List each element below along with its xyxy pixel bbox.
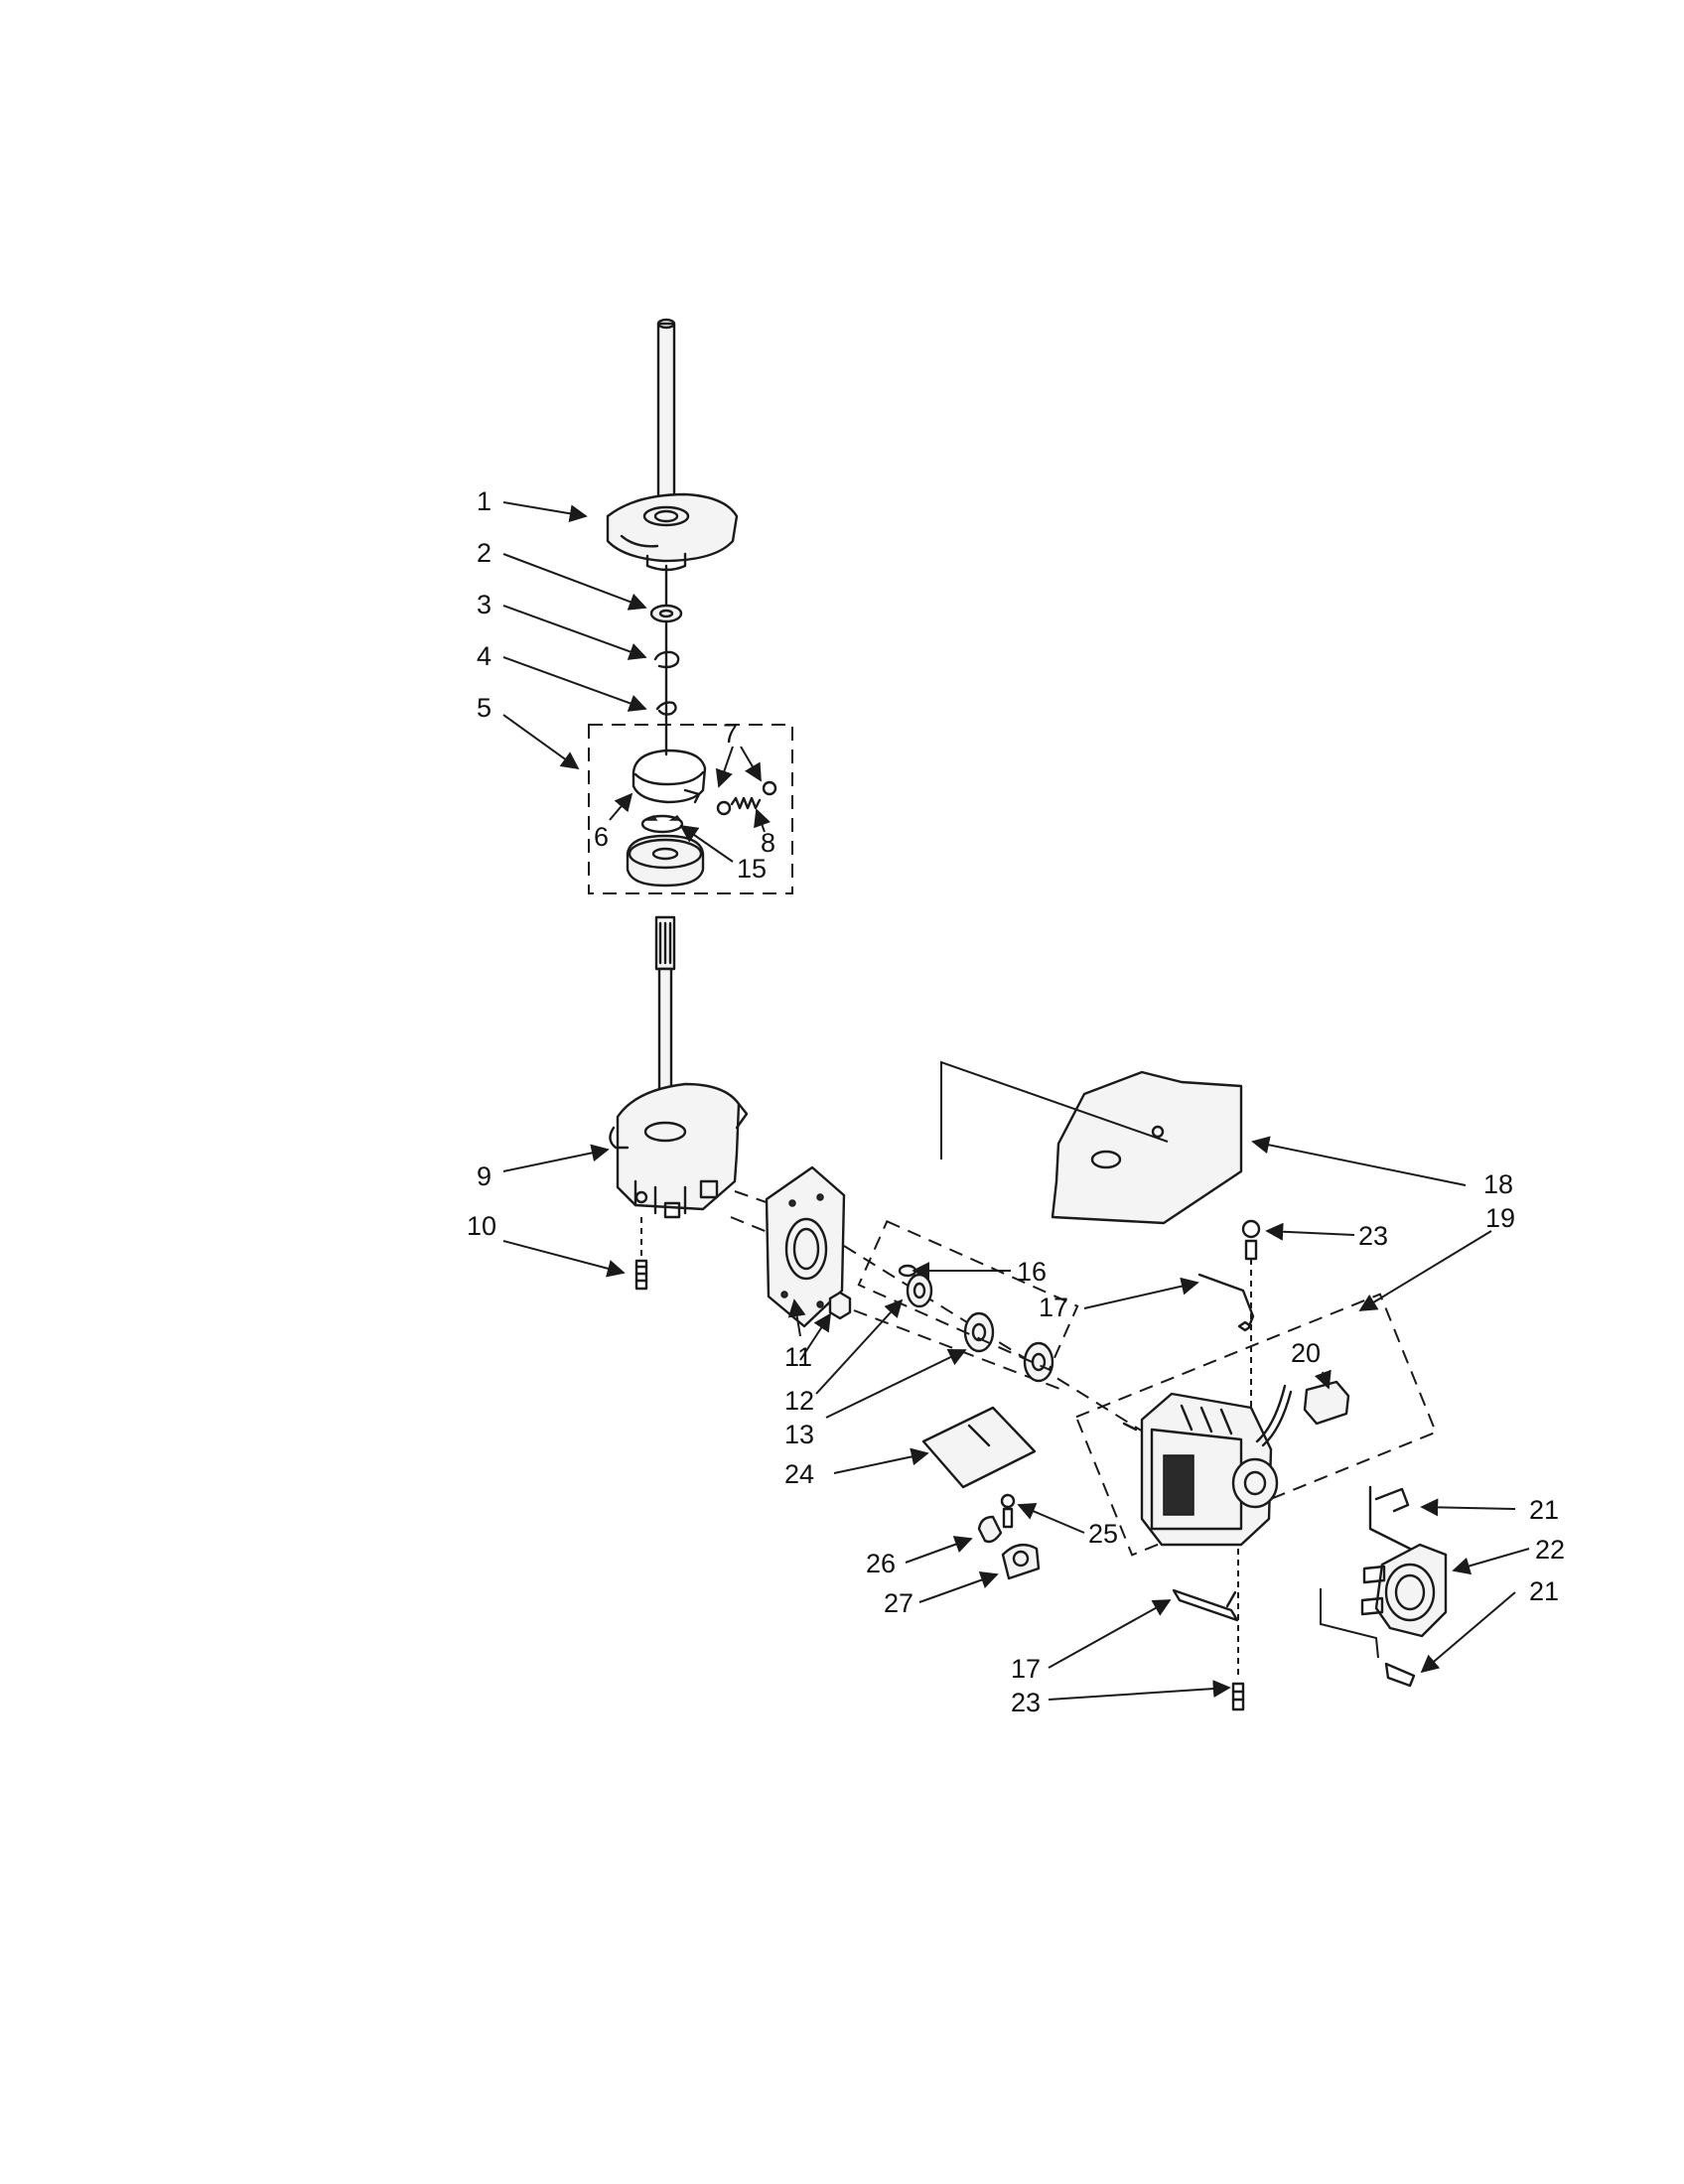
callout-21-lower: 21 [1529, 1576, 1559, 1606]
part-16-clip [898, 1264, 917, 1278]
callout-16: 16 [1017, 1257, 1047, 1287]
callout-19: 19 [1485, 1203, 1515, 1233]
part-23-screw-upper [1241, 1219, 1261, 1410]
callout-23-lower: 23 [1011, 1688, 1041, 1717]
callout-18: 18 [1483, 1169, 1513, 1199]
callout-23-upper: 23 [1358, 1221, 1388, 1251]
coupler-kit-box [857, 1219, 1079, 1372]
part-17-bracket-lower [1172, 1588, 1239, 1622]
callout-7: 7 [723, 719, 738, 749]
part-clutch-hub [626, 834, 705, 887]
callout-2: 2 [477, 538, 491, 568]
part-10-screw [634, 1217, 648, 1291]
part-20-motor-switch [1255, 1380, 1350, 1447]
part-22-pump [1360, 1543, 1448, 1638]
callout-3: 3 [477, 590, 491, 619]
part-27-clamp [1001, 1543, 1041, 1580]
callout-6: 6 [594, 822, 609, 852]
part-18-motor-shield [1051, 1070, 1243, 1225]
callout-10: 10 [467, 1211, 496, 1241]
part-6-brake-band [632, 749, 707, 804]
part-15-clutch-ring [640, 814, 684, 834]
part-23-screw-lower [1231, 1549, 1245, 1711]
part-12-coupler [906, 1273, 933, 1308]
part-3-retaining-ring [653, 650, 680, 669]
callout-25: 25 [1088, 1519, 1118, 1549]
part-pivot-plate [765, 1165, 846, 1328]
callout-12: 12 [784, 1386, 814, 1416]
callout-21-upper: 21 [1529, 1495, 1559, 1525]
callout-5: 5 [477, 693, 491, 723]
kit-box-5 [588, 724, 793, 894]
part-21-clip-upper [1368, 1485, 1412, 1551]
callout-4: 4 [477, 641, 491, 671]
part-21-clip-lower [1384, 1662, 1416, 1688]
part-24-cover-plate [921, 1406, 1037, 1489]
callout-9: 9 [477, 1161, 491, 1191]
motor-kit-box-19 [1074, 1293, 1438, 1557]
callout-17-upper: 17 [1039, 1293, 1068, 1322]
callout-24: 24 [784, 1459, 814, 1489]
part-19-motor [1122, 1392, 1279, 1547]
part-2-washer [649, 604, 683, 623]
callout-8: 8 [761, 828, 775, 858]
part-1-cam-plate [606, 492, 739, 572]
leader-lines [502, 501, 1530, 1701]
part-26-grommet [977, 1515, 1003, 1544]
part-7-8-spring-assembly [716, 780, 777, 816]
part-11-coupler-nut [828, 1291, 852, 1320]
callout-15: 15 [737, 854, 767, 884]
callout-11: 11 [784, 1342, 812, 1372]
part-4-clip [655, 701, 677, 716]
callout-1: 1 [477, 486, 491, 516]
callout-13: 13 [784, 1420, 814, 1449]
callout-27: 27 [884, 1588, 913, 1618]
callout-22: 22 [1535, 1535, 1565, 1565]
part-17-bracket-upper [1197, 1273, 1255, 1332]
part-25-screw [1000, 1493, 1016, 1529]
callout-17-lower: 17 [1011, 1654, 1041, 1684]
callout-26: 26 [866, 1549, 896, 1578]
drive-shaft-upper [656, 318, 676, 514]
part-9-gearcase [609, 1082, 749, 1219]
callout-20: 20 [1291, 1338, 1321, 1368]
